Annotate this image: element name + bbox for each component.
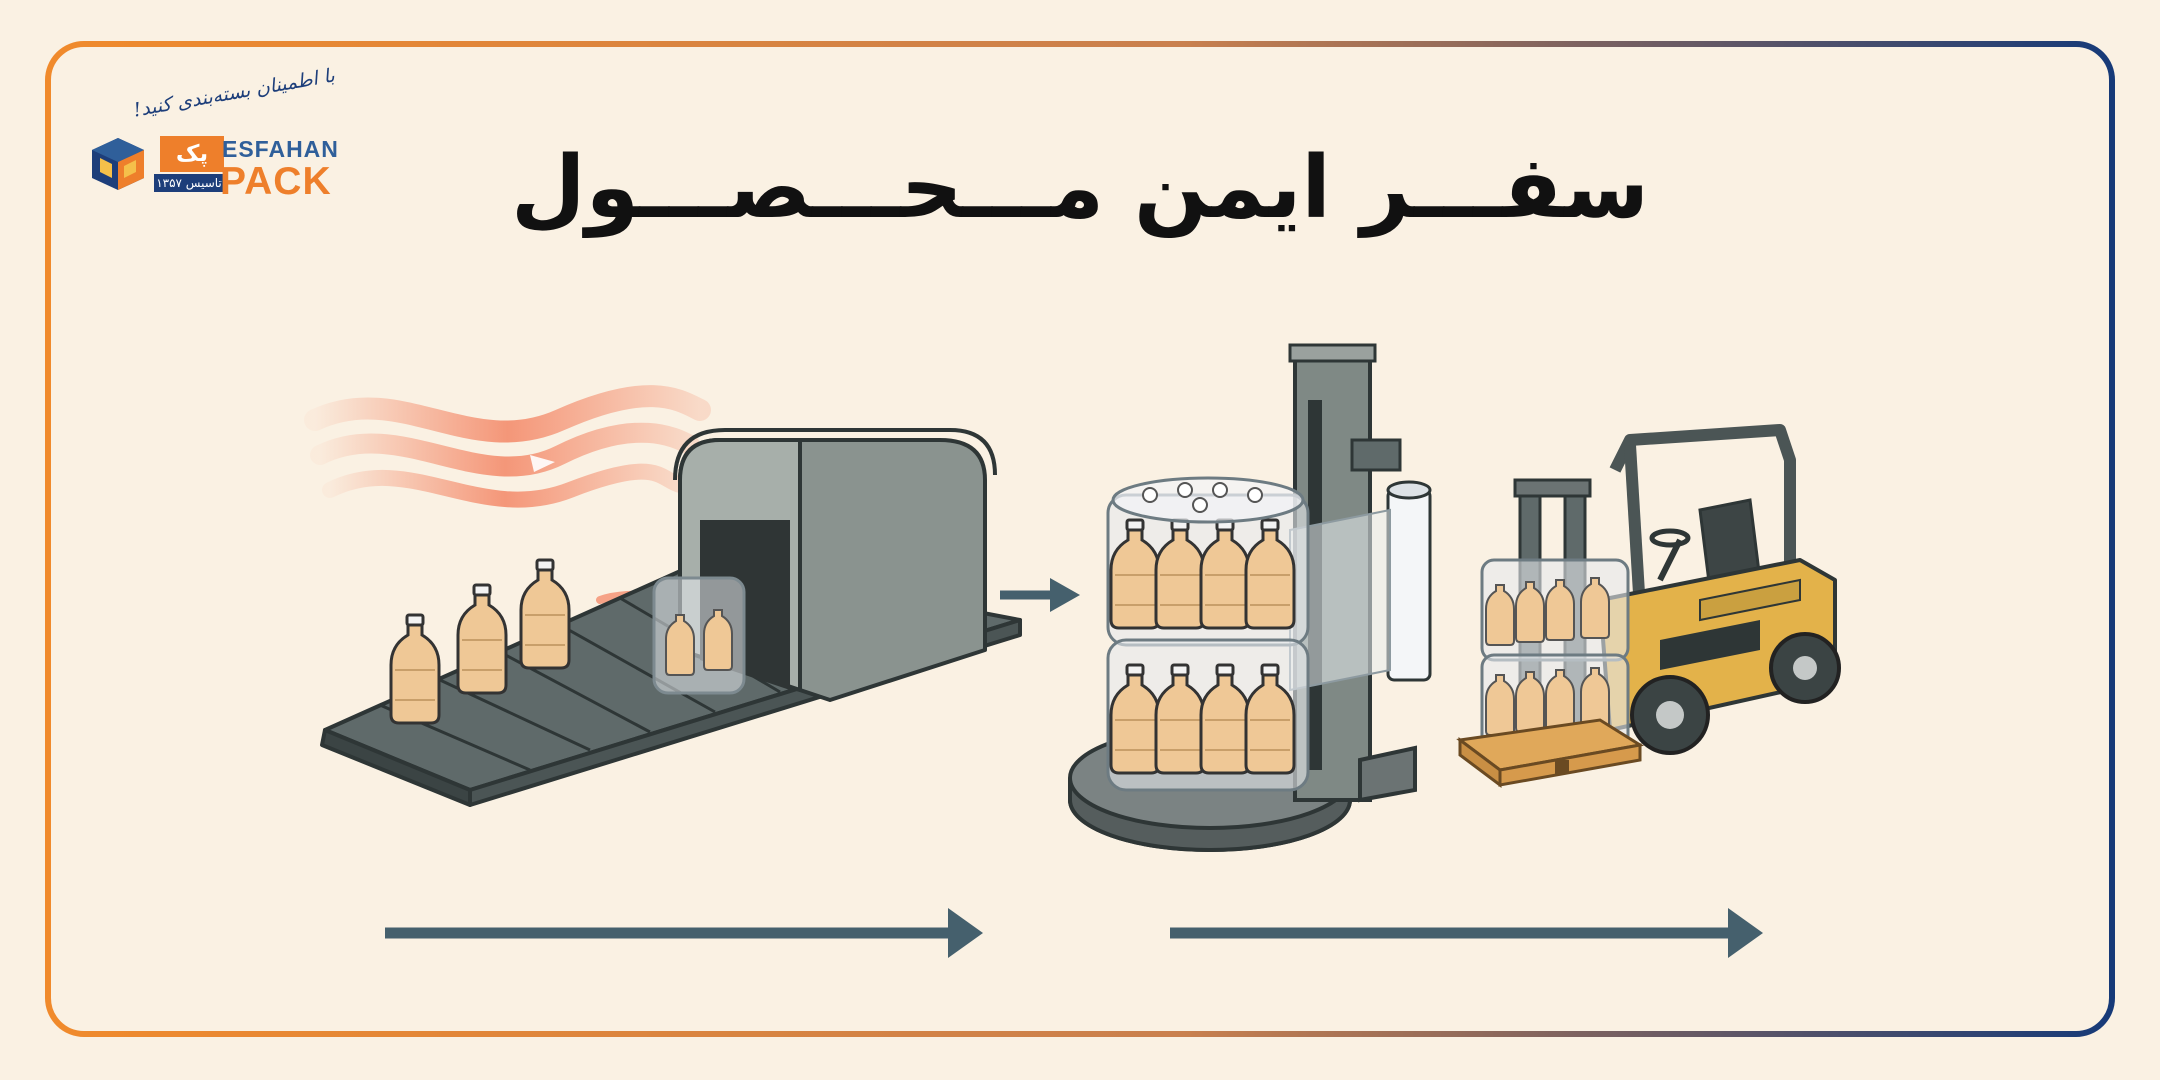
flow-arrow-left <box>385 908 983 958</box>
logo-name-bottom: PACK <box>220 160 332 203</box>
wrapped-pallet-stack <box>1106 476 1310 792</box>
bottles-on-conveyor <box>389 558 746 725</box>
logo-established: تاسیس ۱۳۵۷ <box>154 174 224 192</box>
logo-cube-icon <box>92 138 144 190</box>
page-title: سفـــر ایمن مـــحـــصـــول <box>511 138 1649 238</box>
logo-name-fa: پک <box>160 136 224 172</box>
pallet-load <box>1456 558 1645 788</box>
step-arrow-small <box>1000 578 1080 612</box>
outer-frame <box>45 41 2115 1037</box>
logo-name-top: ESFAHAN <box>222 136 339 162</box>
shrink-wrapped-pack <box>652 576 746 695</box>
wooden-pallet <box>1456 718 1645 788</box>
flow-arrow-right <box>1170 908 1763 958</box>
